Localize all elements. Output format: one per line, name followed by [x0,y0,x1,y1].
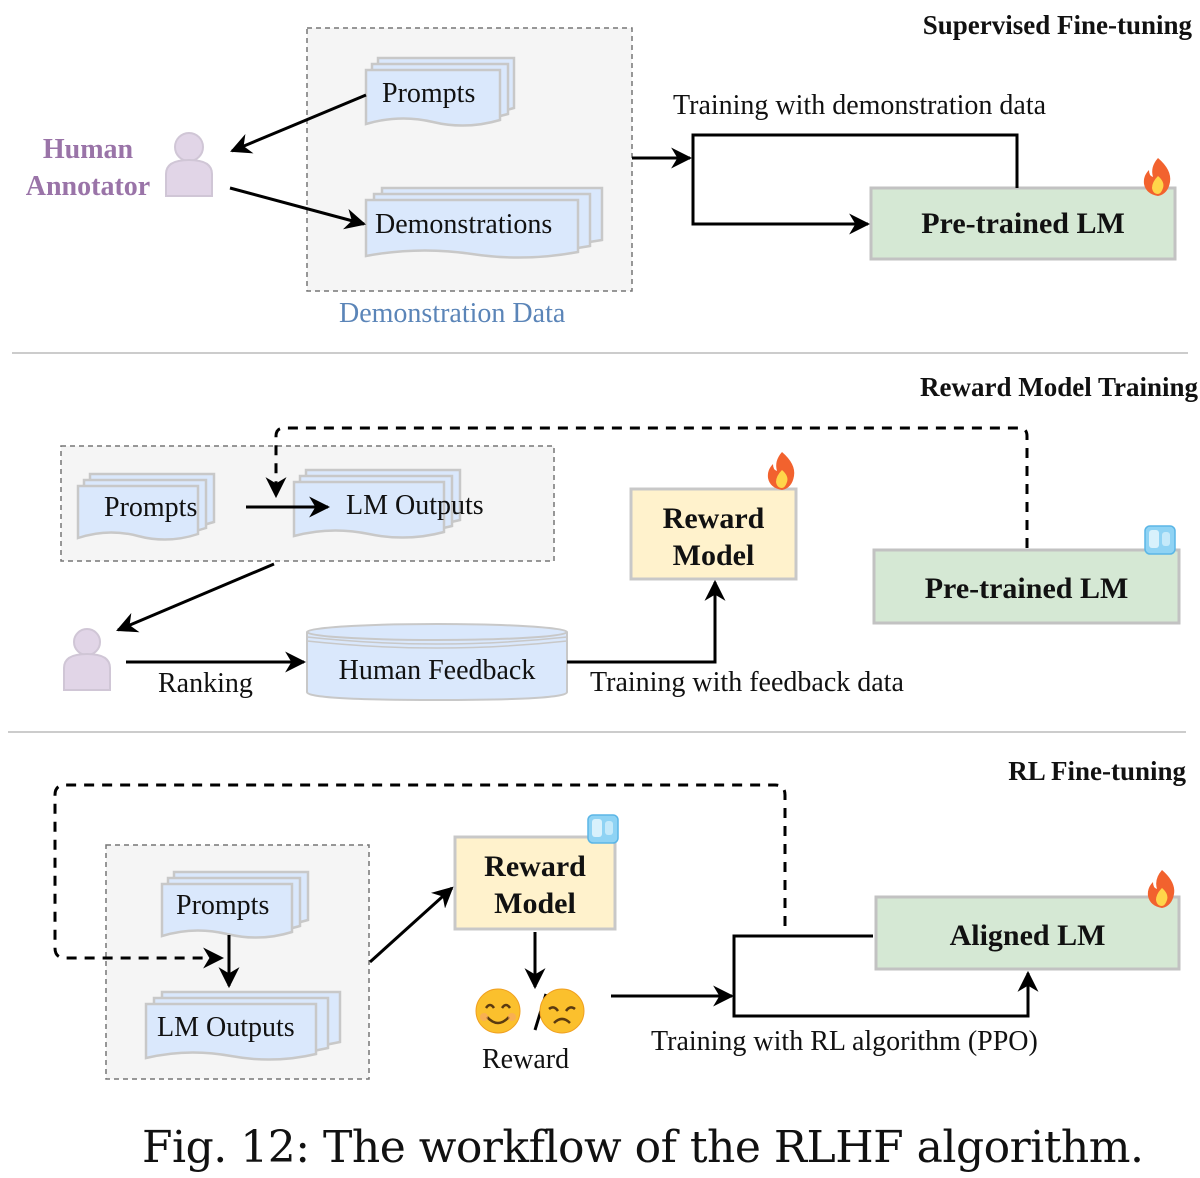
happy-face-icon [475,988,521,1034]
annotator-to-demonstrations-arrow [229,186,367,230]
reward-label: Reward [482,1044,570,1075]
rm-frozen-lm-dashed-edge [265,426,1029,548]
aligned-lm-label: Aligned LM [949,919,1106,952]
human-feedback-store [306,623,568,702]
rm-pretrained-lm-label: Pre-trained LM [924,572,1129,605]
human-annotator-icon [165,132,213,197]
rl-lm-outputs-label: LM Outputs [157,1012,295,1043]
human-feedback-label: Human Feedback [338,655,536,686]
rm-lm-outputs-label: LM Outputs [346,490,484,521]
sft-prompts-doc [364,56,516,127]
rm-reward-model-box [629,487,798,581]
rl-reward-model-label-2: Model [494,887,576,920]
section-title-rl: RL Fine-tuning [1008,756,1186,786]
human-ranker-icon [63,628,111,691]
rl-training-loop [732,934,1039,1018]
rl-aligned-lm-dashed-edge [53,783,787,969]
sft-demonstrations-label: Demonstrations [375,209,553,240]
section-title-sft: Supervised Fine-tuning [922,10,1192,40]
sft-pretrained-lm-box [869,186,1177,261]
rm-prompts-doc [76,472,216,541]
fire-icon [1143,158,1171,196]
rl-prompts-label: Prompts [176,890,270,921]
rl-edge-label: Training with RL algorithm (PPO) [651,1026,1038,1057]
rm-pretrained-lm-box [872,548,1181,625]
section-title-rm: Reward Model Training [919,372,1198,402]
rm-reward-model-label-1: Reward [662,502,765,535]
aligned-lm-box [874,895,1181,971]
rl-reward-model-label-1: Reward [484,850,586,883]
outputs-to-ranker-arrow [116,562,275,633]
feedback-to-reward-model-arrow [567,579,726,664]
rm-edge-label: Training with feedback data [590,667,904,698]
prompts-to-annotator-arrow [230,93,367,154]
ranking-label: Ranking [158,668,253,699]
rm-reward-model-label-2: Model [672,539,755,572]
sft-demonstrations-doc [364,186,604,259]
sft-training-loop [691,133,1019,235]
demonstration-data-caption: Demonstration Data [339,298,566,329]
human-annotator-label: Human Annotator [25,134,151,202]
rl-reward-model-box [453,835,617,931]
rm-prompts-label: Prompts [104,492,198,523]
rl-prompts-doc [160,870,310,939]
sft-prompts-label: Prompts [382,78,476,109]
rm-lm-outputs-doc [292,468,462,539]
sft-pretrained-lm-label: Pre-trained LM [921,207,1125,240]
rl-data-to-reward-model-arrow [368,886,454,964]
sad-face-icon [539,988,585,1034]
rl-lm-outputs-doc [144,990,342,1061]
figure-caption: Fig. 12: The workflow of the RLHF algori… [142,1122,1144,1173]
fire-icon [767,452,795,490]
fire-icon [1147,870,1175,908]
sft-edge-label: Training with demonstration data [673,90,1047,121]
ice-icon [1144,525,1176,555]
ice-icon [587,814,619,844]
